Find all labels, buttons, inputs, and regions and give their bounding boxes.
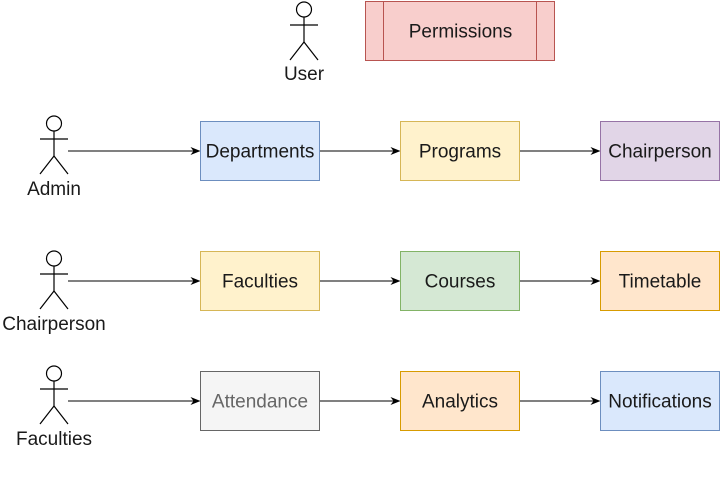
faculties-node-node[interactable]: Faculties xyxy=(200,251,320,311)
chairperson-node-label: Chairperson xyxy=(608,142,712,163)
notifications-label: Notifications xyxy=(608,392,712,413)
admin-actor-icon xyxy=(39,115,69,175)
attendance-box xyxy=(200,371,320,431)
programs-label: Programs xyxy=(419,142,501,163)
timetable-node[interactable]: Timetable xyxy=(600,251,720,311)
attendance-label: Attendance xyxy=(212,392,308,413)
chairperson-actor-label: Chairperson xyxy=(2,314,106,335)
departments-label: Departments xyxy=(206,142,315,163)
user-actor-icon xyxy=(289,1,319,61)
courses-label: Courses xyxy=(425,272,496,293)
admin-actor[interactable]: Admin xyxy=(27,115,81,200)
faculties-node-box xyxy=(200,251,320,311)
faculties-node-label: Faculties xyxy=(222,272,298,293)
chairperson-node-node[interactable]: Chairperson xyxy=(600,121,720,181)
permissions-process[interactable]: Permissions xyxy=(365,1,555,61)
chairperson-node-box xyxy=(600,121,720,181)
attendance-node[interactable]: Attendance xyxy=(200,371,320,431)
permissions-label: Permissions xyxy=(409,22,512,43)
faculties-actor-label: Faculties xyxy=(16,429,92,450)
departments-node[interactable]: Departments xyxy=(200,121,320,181)
chairperson-actor-icon xyxy=(39,250,69,310)
courses-box xyxy=(400,251,520,311)
analytics-box xyxy=(400,371,520,431)
notifications-box xyxy=(600,371,720,431)
notifications-node[interactable]: Notifications xyxy=(600,371,720,431)
user-actor-label: User xyxy=(284,64,325,85)
timetable-box xyxy=(600,251,720,311)
programs-box xyxy=(400,121,520,181)
faculties-actor[interactable]: Faculties xyxy=(16,365,92,450)
edges-layer xyxy=(68,147,601,405)
departments-box xyxy=(200,121,320,181)
admin-actor-label: Admin xyxy=(27,179,81,200)
analytics-label: Analytics xyxy=(422,392,498,413)
courses-node[interactable]: Courses xyxy=(400,251,520,311)
chairperson-actor[interactable]: Chairperson xyxy=(2,250,106,335)
programs-node[interactable]: Programs xyxy=(400,121,520,181)
user-actor[interactable]: User xyxy=(284,1,325,85)
permissions-box xyxy=(365,1,555,61)
analytics-node[interactable]: Analytics xyxy=(400,371,520,431)
timetable-label: Timetable xyxy=(619,272,702,293)
faculties-actor-icon xyxy=(39,365,69,425)
